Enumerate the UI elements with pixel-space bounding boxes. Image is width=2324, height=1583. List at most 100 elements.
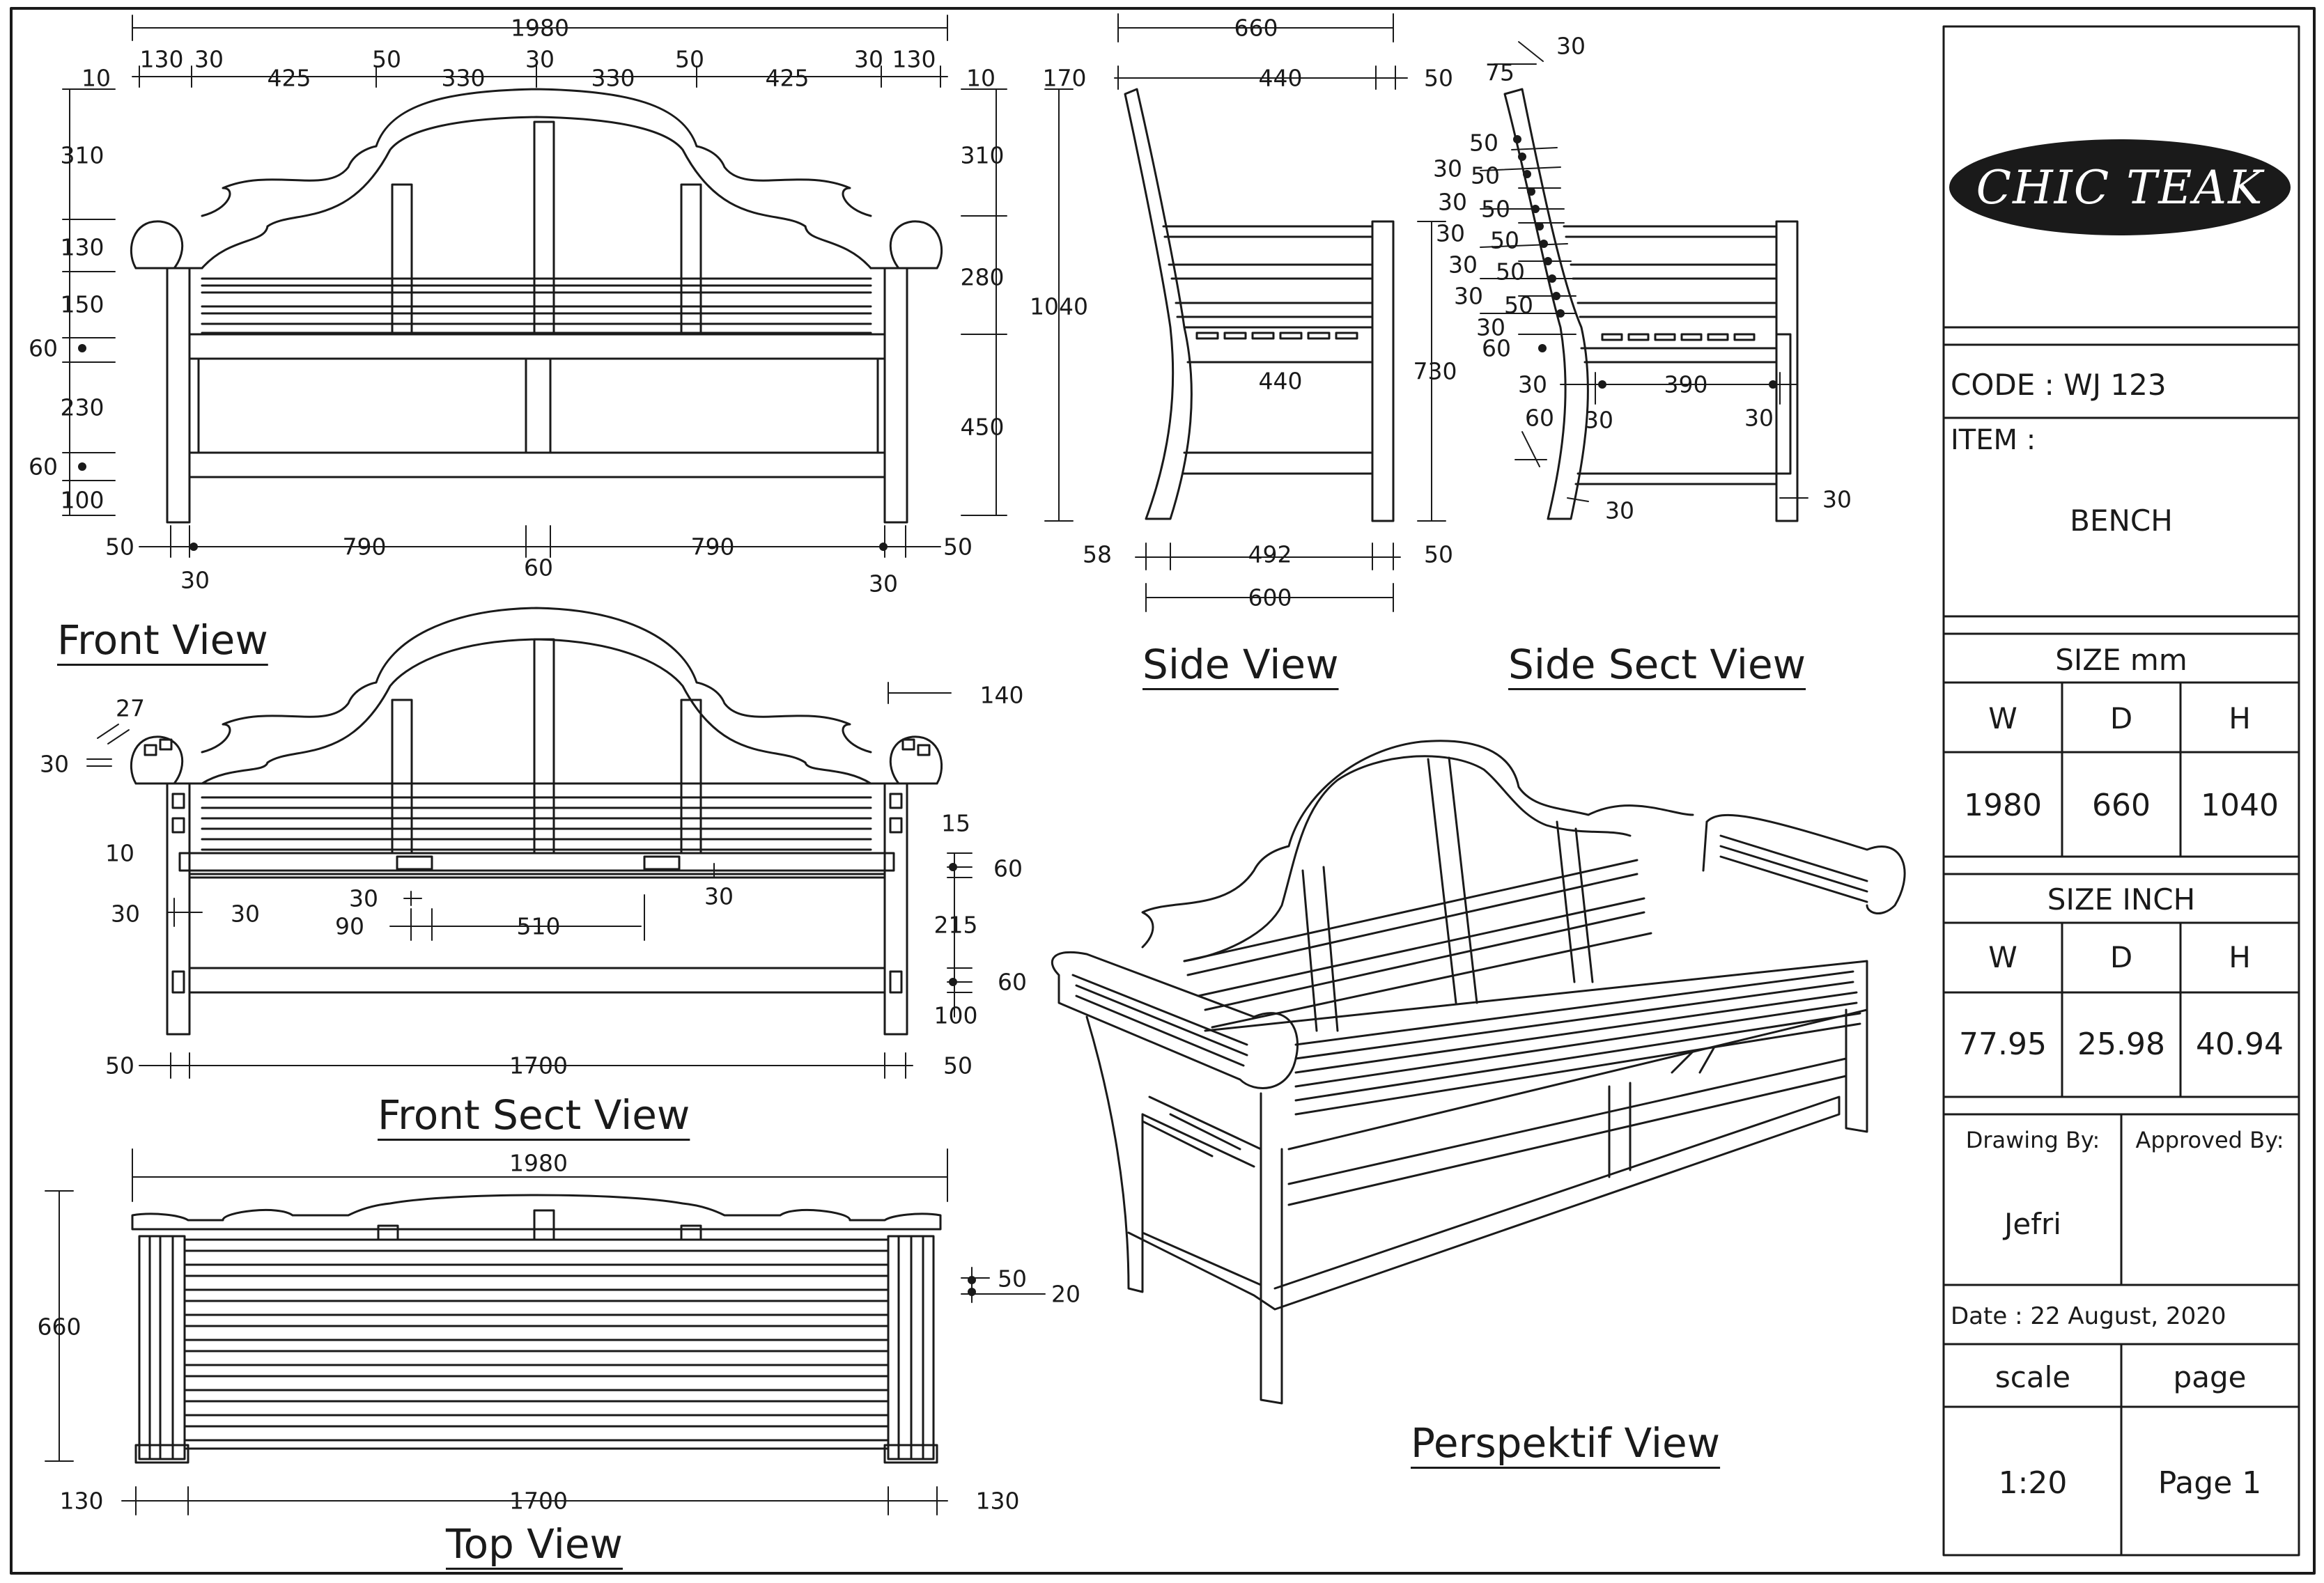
- page-value: Page 1: [2158, 1465, 2262, 1501]
- size-inch-w-header: W: [1988, 940, 2017, 974]
- dim-label: 50: [943, 533, 973, 561]
- size-inch-h-header: H: [2229, 940, 2251, 974]
- dim-label: 1700: [509, 1487, 568, 1515]
- side-view-dimensions: [1044, 13, 1446, 612]
- code-text: CODE : WJ 123: [1951, 368, 2167, 402]
- top-view-drawing: [131, 1194, 942, 1464]
- dim-label: 60: [29, 453, 58, 481]
- dim-label: 30: [1454, 282, 1483, 310]
- dim-label: 60: [524, 554, 553, 582]
- dim-label: 50: [1424, 540, 1453, 568]
- item-label: ITEM :: [1951, 424, 2036, 456]
- dim-label: 60: [1482, 334, 1511, 362]
- dim-label: 90: [335, 912, 364, 940]
- dim-label: 790: [342, 533, 387, 561]
- dim-label: 150: [60, 290, 104, 318]
- dim-label: 10: [966, 64, 996, 92]
- dim-label: 510: [516, 912, 561, 940]
- dim-label: 27: [116, 694, 145, 722]
- front-view-dimensions: [62, 15, 1007, 558]
- dim-label: 1040: [1030, 293, 1088, 320]
- dim-label: 60: [29, 334, 58, 362]
- dim-label: 30: [1476, 313, 1505, 341]
- dim-label: 30: [1822, 485, 1852, 513]
- dim-label: 50: [1471, 162, 1500, 189]
- sheet-border: [10, 7, 2316, 1575]
- size-mm-h-value: 1040: [2201, 788, 2279, 823]
- dim-label: 215: [934, 911, 978, 939]
- dim-label: 75: [1485, 59, 1515, 86]
- dim-label: 280: [960, 263, 1005, 291]
- size-inch-h-value: 40.94: [2196, 1027, 2284, 1062]
- size-inch-label: SIZE INCH: [2047, 882, 2196, 917]
- chic-teak-logo: CHIC TEAK: [1949, 139, 2291, 235]
- dim-label: 170: [1042, 64, 1087, 92]
- dim-label: 425: [267, 64, 311, 92]
- front-sect-view-title: Front Sect View: [378, 1091, 690, 1139]
- dim-label: 1700: [509, 1052, 568, 1079]
- dim-label: 450: [960, 413, 1005, 441]
- dim-label: 330: [441, 64, 486, 92]
- dim-label: 30: [1518, 371, 1547, 398]
- top-view-title: Top View: [446, 1520, 623, 1568]
- scale-value: 1:20: [1998, 1465, 2068, 1501]
- perspective-view-title: Perspektif View: [1411, 1419, 1721, 1467]
- dim-label: 50: [105, 1052, 134, 1079]
- dim-label: 660: [1234, 14, 1278, 42]
- dim-label: 50: [1496, 258, 1525, 286]
- dim-label: 790: [690, 533, 735, 561]
- drawing-by-label: Drawing By:: [1965, 1127, 2100, 1153]
- scale-label: scale: [1994, 1360, 2071, 1394]
- dim-label: 30: [1605, 497, 1634, 524]
- dim-label: 58: [1083, 540, 1112, 568]
- dim-label: 50: [998, 1265, 1027, 1293]
- dim-label: 50: [1481, 195, 1510, 223]
- dim-label: 50: [1469, 129, 1498, 157]
- dim-label: 130: [975, 1487, 1020, 1515]
- dim-label: 390: [1664, 371, 1708, 398]
- dim-label: 30: [869, 570, 898, 598]
- dim-label: 30: [231, 900, 260, 928]
- page-label: page: [2173, 1360, 2247, 1394]
- dim-label: 30: [1433, 155, 1462, 182]
- top-seat-slats: [183, 1238, 890, 1450]
- dim-label: 50: [105, 533, 134, 561]
- front-back-slats: [201, 277, 872, 334]
- dim-label: 330: [591, 64, 635, 92]
- dim-label: 140: [979, 681, 1024, 709]
- size-mm-w-header: W: [1988, 701, 2017, 735]
- logo-text: CHIC TEAK: [1976, 160, 2264, 215]
- dim-label: 440: [1258, 367, 1303, 395]
- side-sect-dimensions: [1480, 41, 1808, 502]
- front-sect-dimensions: [86, 682, 973, 1079]
- side-seat-slats: [1195, 332, 1358, 340]
- size-mm-d-value: 660: [2092, 788, 2151, 823]
- side-sect-view-title: Side Sect View: [1508, 641, 1806, 688]
- dim-label: 30: [1744, 404, 1774, 432]
- dim-label: 10: [82, 64, 111, 92]
- dim-label: 130: [892, 45, 936, 73]
- dim-label: 50: [372, 45, 401, 73]
- dim-label: 30: [704, 882, 734, 910]
- item-value: BENCH: [2070, 504, 2173, 538]
- dim-label: 100: [60, 486, 104, 514]
- dim-label: 60: [1525, 404, 1554, 432]
- dim-label: 30: [854, 45, 883, 73]
- dim-label: 492: [1248, 540, 1292, 568]
- date-text: Date : 22 August, 2020: [1951, 1302, 2226, 1330]
- front-sect-view-drawing: [130, 607, 943, 1036]
- front-view-title: Front View: [57, 616, 268, 664]
- front-view-drawing: [130, 88, 943, 524]
- dim-label: 660: [37, 1313, 82, 1341]
- dim-label: 30: [194, 45, 224, 73]
- size-inch-w-value: 77.95: [1959, 1027, 2047, 1062]
- dim-label: 30: [525, 45, 555, 73]
- dim-label: 50: [675, 45, 704, 73]
- dim-label: 1980: [509, 1149, 568, 1177]
- dim-label: 30: [1556, 32, 1586, 60]
- size-mm-h-header: H: [2229, 701, 2251, 735]
- size-mm-d-header: D: [2109, 701, 2133, 735]
- dim-label: 30: [1438, 188, 1467, 216]
- top-view-dimensions: [45, 1148, 1046, 1515]
